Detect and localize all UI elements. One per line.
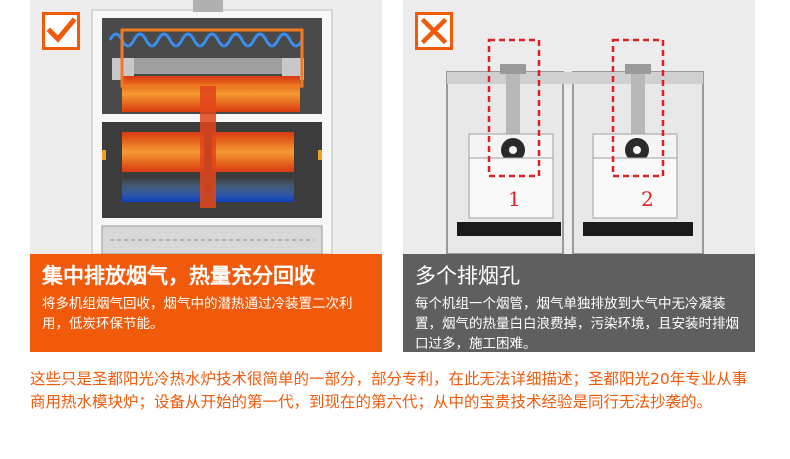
right-caption-body: 每个机组一个烟管，烟气单独排放到大气中无冷凝装置，烟气的热量白白浪费掉，污染环境… xyxy=(415,296,739,352)
left-caption-body: 将多机组烟气回收，烟气中的潜热通过冷装置二次利用，低炭环保节能。 xyxy=(42,296,353,332)
technology-footnote: 这些只是圣都阳光冷热水炉技术很简单的一部分，部分专利，在此无法详细描述；圣都阳光… xyxy=(30,370,748,411)
check-icon xyxy=(42,12,80,50)
exhaust-marker-1 xyxy=(487,38,541,178)
cross-icon xyxy=(415,12,453,50)
exhaust-marker-2 xyxy=(611,38,665,178)
left-caption: 集中排放烟气，热量充分回收 将多机组烟气回收，烟气中的潜热通过冷装置二次利用，低… xyxy=(30,254,382,352)
left-caption-title: 集中排放烟气，热量充分回收 xyxy=(42,264,315,288)
exhaust-marker-2-label: 2 xyxy=(641,187,654,211)
right-caption-title: 多个排烟孔 xyxy=(415,264,520,288)
multiple-exhaust-illustration: 1 2 xyxy=(403,0,755,254)
centralized-exhaust-illustration xyxy=(30,0,382,254)
multiple-exhaust-panel: 1 2 多个排烟孔 每个机组一个烟管，烟气单独排放到大气中无冷凝装置，烟气的热量… xyxy=(403,0,755,352)
right-caption: 多个排烟孔 每个机组一个烟管，烟气单独排放到大气中无冷凝装置，烟气的热量白白浪费… xyxy=(403,254,755,352)
centralized-exhaust-panel: 集中排放烟气，热量充分回收 将多机组烟气回收，烟气中的潜热通过冷装置二次利用，低… xyxy=(30,0,382,352)
exhaust-marker-1-label: 1 xyxy=(508,187,521,211)
